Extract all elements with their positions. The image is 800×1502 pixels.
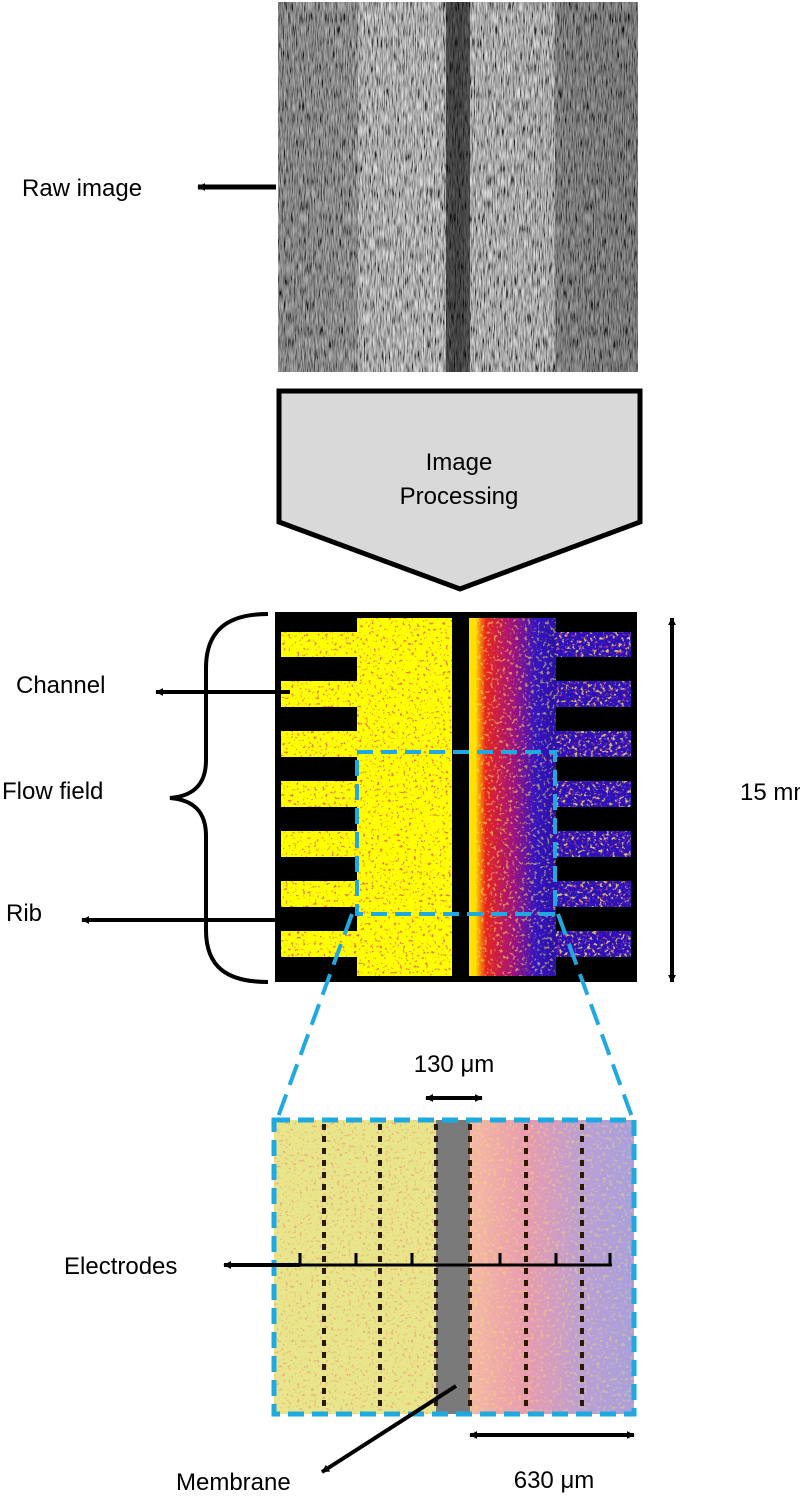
membrane-width-label: 130 μm: [414, 1051, 495, 1078]
electrode-width-label: 630 μm: [514, 1467, 595, 1494]
zoom-window: [355, 750, 557, 916]
electrodes-label: Electrodes: [64, 1253, 177, 1280]
membrane-arrow: [320, 1384, 458, 1474]
left-ribs: [275, 618, 357, 981]
right-ribs: [556, 618, 637, 981]
raw-image-label: Raw image: [22, 175, 142, 202]
electrode-lines: [322, 1124, 584, 1412]
channel-label: Channel: [16, 672, 105, 699]
raw-image: [278, 2, 638, 372]
processing-label-line1: Image: [426, 449, 493, 476]
processing-label-line2: Processing: [400, 483, 519, 510]
zoomed-detail: [271, 1117, 637, 1417]
membrane-region: [436, 1120, 470, 1414]
flow-field-brace: [169, 612, 269, 984]
rib-label: Rib: [6, 900, 42, 927]
flow-field-map: [275, 612, 637, 982]
flow-field-label: Flow field: [2, 778, 103, 805]
zoom-projection-left: [276, 913, 354, 1118]
processing-arrow: [276, 388, 643, 592]
zoom-projection-right: [556, 913, 634, 1118]
membrane-label: Membrane: [176, 1469, 291, 1496]
height-dimension-label: 15 mm: [740, 779, 800, 806]
